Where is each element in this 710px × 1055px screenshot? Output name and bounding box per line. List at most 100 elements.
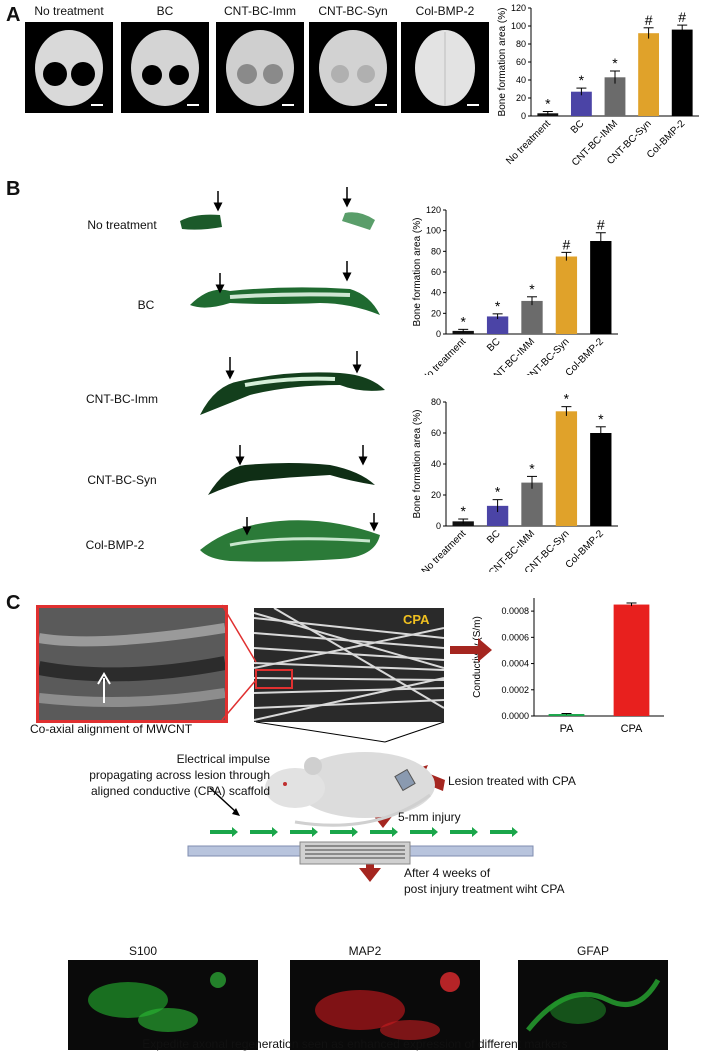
chartB2-ytick-label: 20 (431, 490, 441, 500)
panel-label-b: B (6, 178, 21, 200)
chartB1-bar-no-treatment (452, 330, 474, 334)
skull-image-bc (121, 22, 209, 113)
skull-image-cnt-bc-imm (216, 22, 304, 113)
chartB2-sig-mark: * (598, 411, 604, 427)
chartB1-bar-cnt-bc-syn (555, 256, 578, 334)
chartC-ytick-label: 0.0008 (501, 606, 529, 616)
chartA-ylabel: Bone formation area (%) (497, 8, 508, 117)
skull-label-cnt-bc-syn: CNT-BC-Syn (318, 4, 388, 18)
panel-label-c: C (6, 592, 21, 614)
chartC-ylabel: Conductivity (S/m) (472, 616, 483, 698)
chartA-ytick-label: 0 (521, 111, 526, 121)
chartB1-sig-mark: * (495, 298, 501, 314)
chartA-ytick-label: 100 (511, 21, 526, 31)
histology-label-no-treatment: No treatment (87, 218, 157, 232)
fluor-image-gfap (518, 960, 668, 1050)
chartB2-sig-mark: * (529, 460, 535, 476)
chartC-ytick-label: 0.0002 (501, 685, 529, 695)
skull-image-col-bmp-2 (401, 22, 489, 113)
skull-label-no-treatment: No treatment (34, 4, 104, 18)
chartA-bar-cnt-bc-syn (638, 33, 660, 117)
fluor-label-gfap: GFAP (576, 944, 609, 958)
chartA-bar-cnt-bc-imm (604, 77, 626, 116)
chartA-category-label: No treatment (504, 118, 553, 167)
chartC-bar-cpa (613, 604, 650, 716)
chartB1-ytick-label: 120 (426, 205, 441, 215)
bottom-caption: Expedite axonal regeneration seen as enh… (142, 1037, 568, 1051)
cpa-image-label: CPA (403, 612, 430, 627)
impulse-line-2: propagating across lesion through (89, 768, 270, 782)
chartC-category-label: PA (560, 723, 575, 735)
chartB2-category-label: No treatment (420, 528, 469, 572)
chartA-sig-mark: # (645, 12, 653, 28)
chartB1-category-label: BC (485, 336, 503, 354)
chartC-bar-pa (548, 714, 585, 716)
lesion-label: Lesion treated with CPA (448, 774, 576, 788)
cpa-fiber-image (254, 608, 444, 722)
skull-image-no-treatment (25, 22, 113, 113)
chartB1-category-label: Col-BMP-2 (564, 336, 607, 375)
chartB2-ytick-label: 60 (431, 428, 441, 438)
chartB1-sig-mark: # (563, 236, 571, 252)
chartB2-ytick-label: 80 (431, 397, 441, 407)
panel-label-a: A (6, 4, 21, 26)
chartA-ytick-label: 80 (516, 39, 526, 49)
chartB1-ytick-label: 0 (436, 329, 441, 339)
chartB2-sig-mark: * (564, 392, 570, 407)
chartA-category-label: BC (569, 118, 587, 136)
chartB2-ytick-label: 40 (431, 459, 441, 469)
impulse-line-1: Electrical impulse (176, 752, 270, 766)
histology-label-bc: BC (137, 298, 155, 312)
chartC-ytick-label: 0.0006 (501, 632, 529, 642)
chartB2-bar-col-bmp-2 (590, 433, 612, 526)
chartB2-bar-bc (486, 505, 509, 526)
chartA-ytick-label: 60 (516, 57, 526, 67)
nerve-schematic (187, 827, 534, 865)
chartB1-ytick-label: 40 (431, 288, 441, 298)
skull-image-cnt-bc-syn (309, 22, 397, 113)
fluor-label-map2: MAP2 (348, 944, 382, 958)
rat-illustration (265, 752, 435, 827)
chartA-ytick-label: 20 (516, 93, 526, 103)
chartB2-bar-cnt-bc-imm (521, 482, 543, 526)
chartB2-sig-mark: * (460, 503, 466, 519)
histology-label-col-bmp-2: Col-BMP-2 (85, 538, 145, 552)
chartB1-ytick-label: 60 (431, 267, 441, 277)
histology-label-cnt-bc-imm: CNT-BC-Imm (86, 392, 158, 406)
chartA-sig-mark: # (678, 9, 686, 25)
chartA-sig-mark: * (612, 55, 618, 71)
fluor-image-map2 (290, 960, 480, 1050)
chartB2-bar-cnt-bc-syn (555, 411, 578, 526)
chartB1-ytick-label: 20 (431, 308, 441, 318)
skull-label-bc: BC (156, 4, 174, 18)
chartB2-ylabel: Bone formation area (%) (412, 410, 423, 519)
chartB1-ylabel: Bone formation area (%) (412, 218, 423, 327)
chartA-bar-bc (570, 91, 592, 116)
fluor-label-s100: S100 (128, 944, 158, 958)
injury-label: 5-mm injury (398, 810, 461, 824)
chartB1-category-label: No treatment (420, 336, 469, 375)
chartB2-ytick-label: 0 (436, 521, 441, 531)
chartB1-sig-mark: * (460, 313, 466, 329)
chartB1-sig-mark: # (597, 217, 605, 233)
skull-label-col-bmp-2: Col-BMP-2 (415, 4, 475, 18)
chartB1-bar-col-bmp-2 (590, 241, 612, 334)
chart-a-bone-formation: Bone formation area (%)020406080100120*N… (497, 3, 699, 169)
chartC-ytick-label: 0.0004 (501, 659, 529, 669)
alignment-caption: Co-axial alignment of MWCNT (30, 722, 193, 736)
chart-b2-bone-formation: Bone formation area (%) 0 20 40 60 80 * No trea… (412, 392, 618, 572)
chartB1-bar-cnt-bc-imm (521, 300, 543, 334)
chartC-category-label: CPA (621, 723, 643, 735)
chartB2-category-label: BC (485, 528, 503, 546)
after-line-1: After 4 weeks of (404, 866, 491, 880)
chartB1-ytick-label: 80 (431, 246, 441, 256)
chart-b1-bone-formation: Bone formation area (%) 0 20 40 60 80 100 120 * N… (412, 205, 618, 375)
chartB1-ytick-label: 100 (426, 226, 441, 236)
after-line-2: post injury treatment wiht CPA (404, 882, 565, 896)
chartB2-sig-mark: * (495, 484, 501, 500)
chartA-bar-col-bmp-2 (671, 29, 693, 117)
skull-label-cnt-bc-imm: CNT-BC-Imm (224, 4, 296, 18)
chartC-ytick-label: 0.0000 (501, 711, 529, 721)
chartA-sig-mark: * (579, 72, 585, 88)
chartB2-category-label: Col-BMP-2 (564, 528, 607, 571)
